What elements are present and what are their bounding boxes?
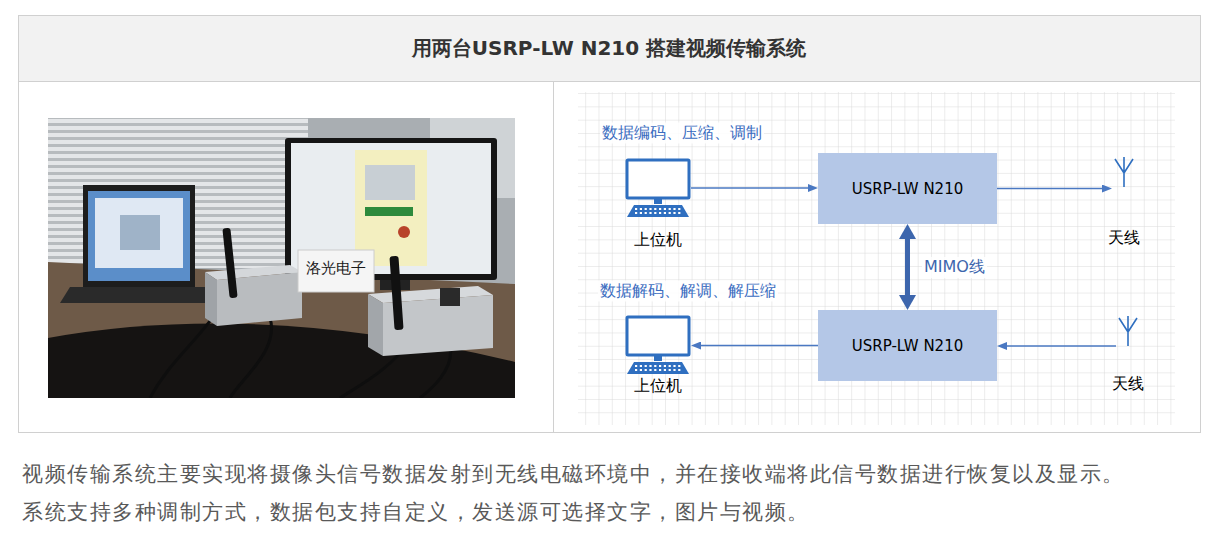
key [645,369,647,371]
key [678,212,680,214]
key [635,369,637,371]
antenna-photo [222,228,237,298]
key [654,212,656,214]
name-card [298,250,374,292]
key [659,208,661,210]
keyboard [627,362,689,374]
key [635,212,637,214]
key [664,212,666,214]
antenna: 天线 [1116,316,1140,376]
radio-box: USRP-LW N210 [818,310,997,381]
key [669,369,671,371]
key [673,208,675,210]
key [664,365,666,367]
laptop-base [60,287,216,303]
key [678,369,680,371]
antenna-icon [1112,157,1136,217]
title-band [19,16,1201,82]
monitor-bar [365,207,413,216]
key [635,208,637,210]
icon-caption: 天线 [1064,228,1184,248]
key [669,212,671,214]
link-label: MIMO线 [922,257,987,278]
signal-arrow [691,187,808,189]
antenna-icon [1116,316,1140,376]
laptop-lid [83,185,195,287]
icon-caption: 上位机 [598,230,718,250]
antenna: 天线 [1112,157,1136,217]
monitor-icon [398,226,410,238]
antenna-symbol [1115,157,1133,187]
radio-box-side [368,294,383,356]
photo [48,118,515,398]
photo-wall [48,118,515,398]
laptop-picture [120,215,160,250]
radio-box-side [205,272,217,326]
antenna-symbol [1119,316,1137,346]
antenna-photo [389,256,403,330]
key [649,212,651,214]
host-computer: 上位机 [625,315,691,375]
laptop-window [95,198,183,268]
grid-ground [578,92,1175,425]
computer-icon [625,158,691,218]
key [649,369,651,371]
key [673,212,675,214]
signal-arrow [701,345,818,347]
key [640,365,642,367]
title: 用两台USRP-LW N210 搭建视频传输系统 [18,15,1200,81]
key [654,208,656,210]
icon-caption: 天线 [1068,374,1188,394]
monitor-picture [365,165,415,200]
signal-arrow [997,188,1102,190]
box-label: USRP-LW N210 [852,180,963,198]
key [640,369,642,371]
box-label: USRP-LW N210 [852,337,963,355]
monitor-stand [654,355,662,361]
mimo-link [905,239,910,295]
laptop-screen [88,191,190,281]
function-note: 数据编码、压缩、调制 [600,123,764,144]
key [645,365,647,367]
caption: 视频传输系统主要实现将摄像头信号数据发射到无线电磁环境中，并在接收端将此信号数据… [22,455,1137,531]
key [659,369,661,371]
monitor-outline [627,317,689,355]
key [635,365,637,367]
key [645,208,647,210]
panel-divider [553,82,554,433]
host-computer: 上位机 [625,158,691,218]
monitor-stand [654,198,662,204]
key [640,212,642,214]
key [669,208,671,210]
key [649,365,651,367]
cable [230,318,272,398]
key [673,369,675,371]
function-note: 数据解码、解调、解压缩 [598,281,778,302]
key [659,365,661,367]
card-text: 洛光电子 [304,259,368,278]
key [673,365,675,367]
key [678,208,680,210]
key [659,212,661,214]
key [640,208,642,210]
monitor-window [355,150,427,266]
key [654,369,656,371]
key [678,365,680,367]
icon-caption: 上位机 [598,376,718,396]
computer-icon [625,315,691,375]
panel-frame [19,82,1201,433]
key [649,208,651,210]
radio-box: USRP-LW N210 [818,153,997,224]
keyboard [627,205,689,217]
key [664,208,666,210]
monitor-outline [627,160,689,198]
key [654,365,656,367]
key [669,365,671,367]
key [664,369,666,371]
signal-arrow [1007,345,1116,347]
camera [440,288,460,306]
key [645,212,647,214]
